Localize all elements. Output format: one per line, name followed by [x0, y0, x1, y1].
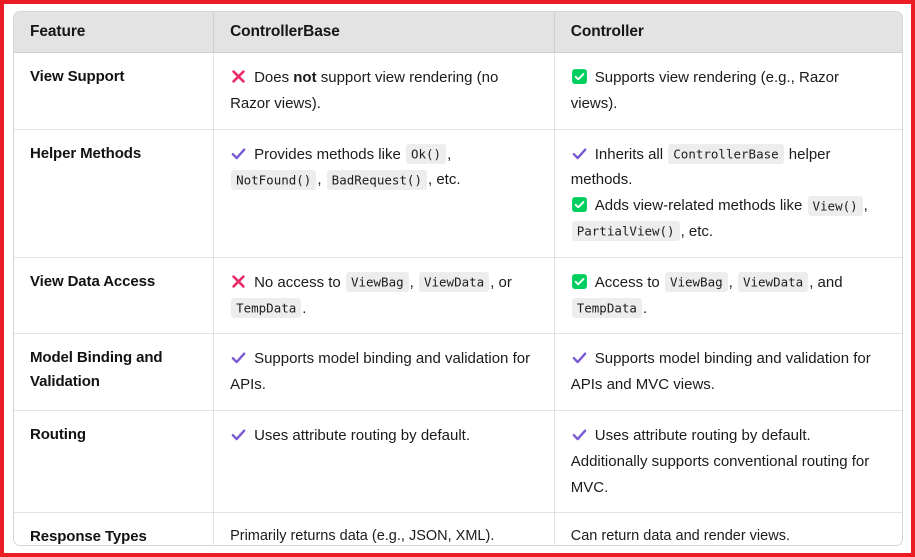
cell-controllerbase: No access to ViewBag, ViewData, or TempD… [213, 257, 555, 335]
cell-controllerbase: Uses attribute routing by default. [213, 410, 555, 514]
cell-text-cont: . [642, 299, 648, 317]
cell-controller: Access to ViewBag, ViewData, and TempDat… [554, 257, 902, 335]
cell-text: Inherits all [594, 145, 668, 163]
cell-text: No access to [254, 273, 345, 291]
check-purple-icon [571, 426, 588, 443]
cell-sep: , [409, 273, 418, 291]
cell-sep: , and [809, 273, 843, 291]
feature-label: Helper Methods [14, 129, 215, 258]
cell-controllerbase: Primarily returns data (e.g., JSON, XML)… [213, 512, 555, 545]
cell-line-1: Inherits all ControllerBase helper metho… [571, 142, 888, 194]
cell-text-cont: helper methods. [570, 145, 831, 189]
cell-text: Adds view-related methods like [594, 197, 807, 215]
cell-text-cont: , etc. [680, 222, 714, 240]
table-row: Model Binding and Validation Supports mo… [14, 333, 902, 411]
cell-text: Supports model binding and validation fo… [570, 350, 871, 394]
code-chip: Ok() [405, 144, 447, 165]
code-chip: ViewBag [345, 272, 409, 293]
table-row: Helper Methods Provides methods like Ok(… [14, 129, 902, 258]
table-body: View Support Does not support view rende… [14, 52, 902, 545]
code-chip: ViewData [737, 272, 809, 293]
code-chip: ControllerBase [668, 144, 784, 165]
check-purple-icon [571, 145, 588, 162]
cross-red-icon [230, 273, 247, 290]
cell-controller: Inherits all ControllerBase helper metho… [554, 129, 902, 258]
cell-text-cont: . [302, 299, 307, 317]
cell-text: Supports model binding and validation fo… [230, 350, 531, 394]
feature-label: Response Types [14, 512, 215, 545]
cell-sep: , [447, 145, 452, 163]
code-chip: ViewBag [664, 272, 728, 293]
comparison-table: Feature ControllerBase Controller View S… [14, 12, 902, 545]
column-header-controller: Controller [554, 12, 902, 53]
table-row: View Data Access No access to ViewBag, V… [14, 257, 902, 335]
cell-text: Supports view rendering (e.g., Razor vie… [570, 69, 840, 112]
cell-sep: , or [490, 273, 512, 291]
cell-controller: Supports view rendering (e.g., Razor vie… [554, 52, 902, 130]
column-header-controllerbase: ControllerBase [213, 12, 555, 53]
cell-line-2: Adds view-related methods like View(), P… [571, 193, 888, 245]
code-chip: BadRequest() [326, 169, 427, 190]
feature-label: Model Binding and Validation [14, 333, 215, 411]
table-header-row: Feature ControllerBase Controller [14, 12, 902, 53]
cell-controller: Can return data and render views. [570, 528, 790, 545]
cross-red-icon [230, 68, 247, 85]
feature-label: Routing [14, 410, 215, 514]
cell-text: Uses attribute routing by default. Addit… [570, 426, 870, 496]
cell-text-cont: , etc. [427, 171, 461, 189]
table-row: Routing Uses attribute routing by defaul… [14, 410, 902, 514]
check-purple-icon [230, 145, 247, 162]
cell-sep: , [317, 171, 326, 189]
cell-text: Access to [594, 273, 664, 291]
column-header-feature: Feature [14, 12, 215, 53]
cell-text-cont: support view rendering (no Razor views). [230, 69, 499, 112]
cell-text: Provides methods like [254, 145, 405, 163]
cell-controllerbase: Does not support view rendering (no Razo… [213, 52, 555, 130]
check-green-icon [571, 273, 588, 290]
cell-sep: , [863, 197, 868, 215]
cell-controllerbase: Provides methods like Ok(), NotFound() , … [213, 129, 555, 258]
code-chip: View() [807, 195, 863, 216]
code-chip: NotFound() [231, 169, 317, 190]
cell-controllerbase: Supports model binding and validation fo… [213, 333, 555, 411]
code-chip: TempData [231, 298, 302, 319]
check-green-icon [571, 196, 588, 213]
table-header: Feature ControllerBase Controller [14, 12, 902, 53]
cell-controller: Supports model binding and validation fo… [554, 333, 902, 411]
cell-controller: Uses attribute routing by default. Addit… [554, 410, 902, 514]
code-chip: ViewData [418, 272, 490, 293]
cell-text: Uses attribute routing by default. [254, 426, 471, 444]
table-row: View Support Does not support view rende… [14, 52, 902, 130]
comparison-table-container: Feature ControllerBase Controller View S… [13, 11, 903, 546]
check-purple-icon [230, 349, 247, 366]
cell-sep: , [728, 273, 737, 291]
cell-text: Does [254, 69, 294, 86]
check-green-icon [571, 68, 588, 85]
feature-label: View Data Access [14, 257, 215, 335]
code-chip: PartialView() [571, 221, 680, 242]
feature-label: View Support [14, 52, 215, 130]
check-purple-icon [571, 349, 588, 366]
code-chip: TempData [571, 298, 642, 319]
cell-text-bold: not [293, 69, 317, 86]
check-purple-icon [230, 426, 247, 443]
table-row: Response Types Primarily returns data (e… [14, 512, 902, 545]
